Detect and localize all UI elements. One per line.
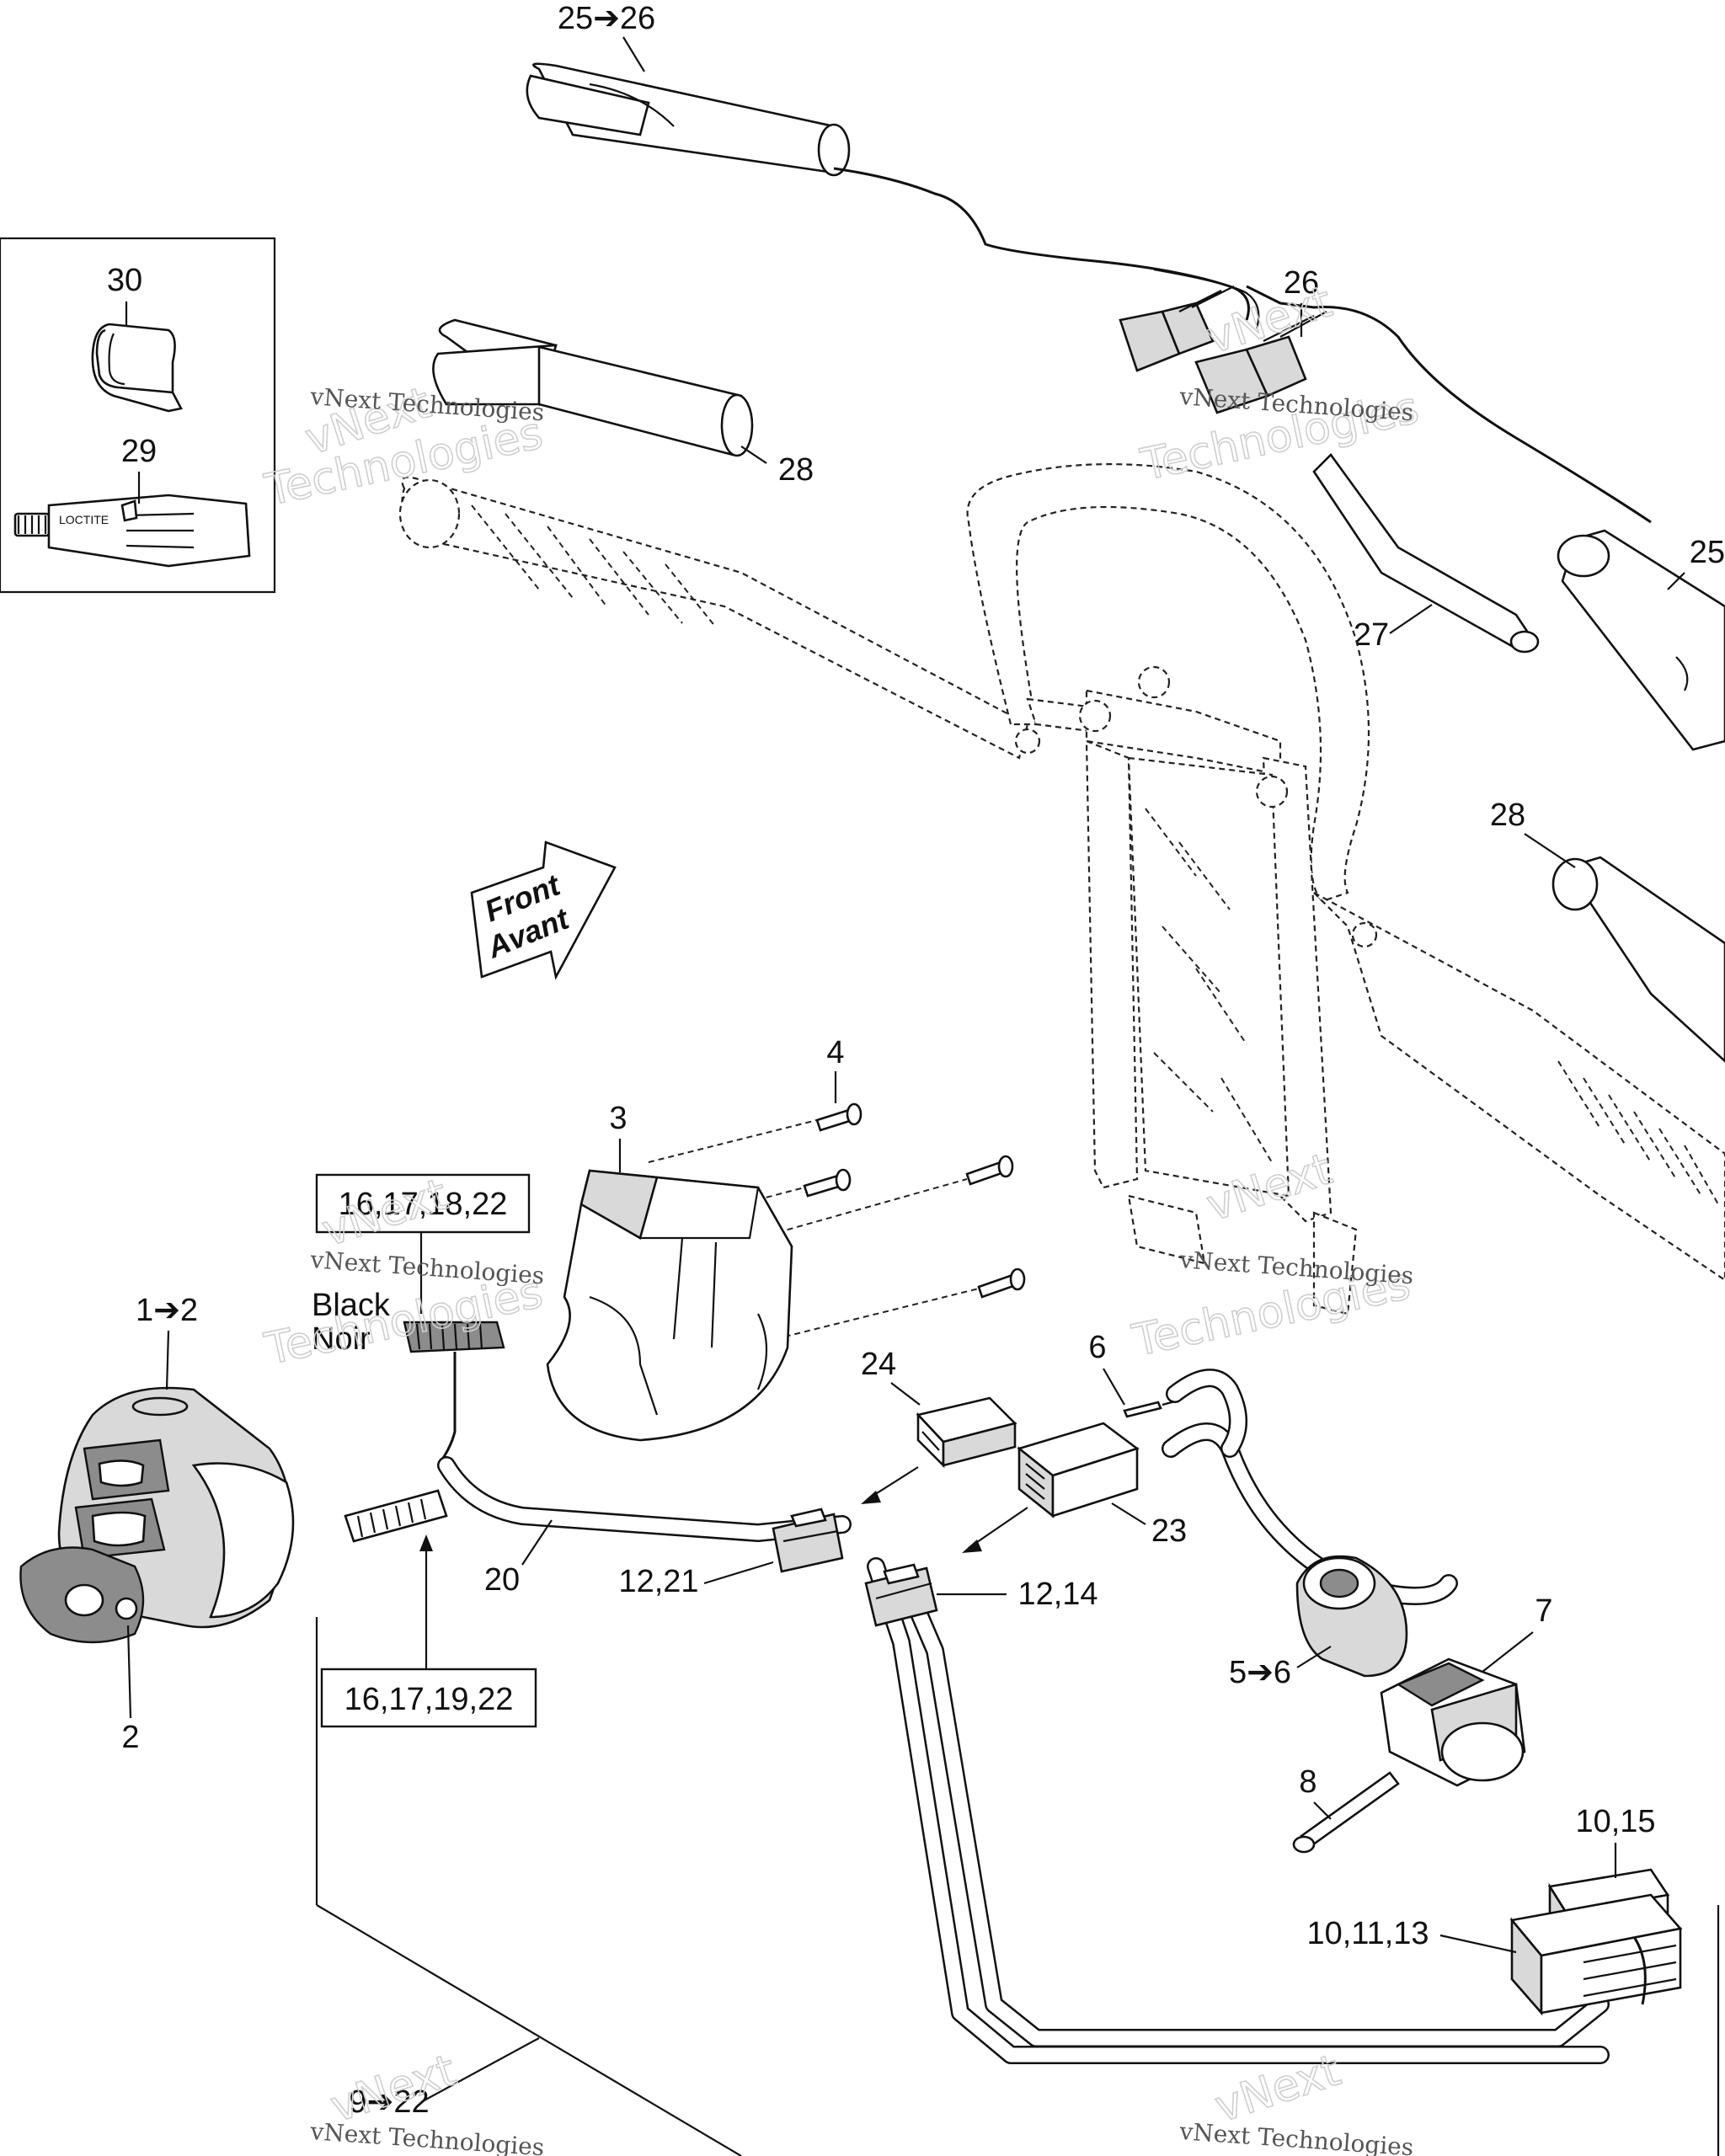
wire-color-fr: Noir — [312, 1321, 371, 1357]
watermarks: vNext Technologies vNext Technologies vN… — [259, 276, 1423, 2156]
part-26-connectors — [1119, 285, 1652, 524]
callout-4: 4 — [826, 1035, 844, 1070]
callout-10-15: 10,15 — [1575, 1804, 1655, 1839]
front-direction-arrow: Front Avant — [470, 841, 617, 980]
part-23-connector — [1017, 1422, 1140, 1518]
callout-28-top: 28 — [778, 452, 814, 488]
callout-6: 6 — [1088, 1330, 1106, 1365]
inset-box: LOCTITE 30 29 — [0, 237, 276, 594]
part-12-14-connector — [864, 1563, 938, 1627]
boxed-label-bottom: 16,17,19,22 — [320, 1534, 537, 1728]
part-1-switch-assembly — [19, 1386, 295, 1644]
callout-28-right: 28 — [1490, 798, 1525, 833]
callout-8: 8 — [1299, 1764, 1316, 1800]
part-20-wire-harness — [437, 1422, 1610, 2064]
callout-26: 26 — [1284, 265, 1319, 301]
boxed-label-bottom-text: 16,17,19,22 — [344, 1682, 514, 1717]
part-29-tube: LOCTITE — [13, 494, 251, 568]
part-25-heated-grip-top — [526, 62, 1260, 329]
harness-group-frame — [315, 1617, 1720, 2156]
callout-7: 7 — [1535, 1593, 1552, 1629]
watermark-text: vNext Technologies — [1178, 2117, 1415, 2156]
callout-9-22: 9➔22 — [349, 2084, 429, 2120]
part-12-21-connector — [772, 1508, 844, 1573]
part-7-cap — [1380, 1657, 1526, 1787]
part-28-sleeve-left — [432, 318, 754, 457]
wire-color-en: Black — [312, 1288, 391, 1323]
callout-3: 3 — [609, 1101, 627, 1136]
callout-25-26: 25➔26 — [558, 1, 655, 36]
part-6-terminal — [1123, 1369, 1247, 1458]
callout-29: 29 — [121, 434, 157, 469]
callout-10-11-13: 10,11,13 — [1306, 1916, 1429, 1951]
callout-2: 2 — [121, 1720, 139, 1755]
callout-30: 30 — [107, 263, 142, 298]
part-10-connector-block — [1509, 1868, 1683, 2016]
part-28-sleeve-right — [1551, 856, 1725, 1063]
part-25-heated-grip-right — [1557, 529, 1725, 751]
callout-27: 27 — [1354, 617, 1389, 653]
callout-12-14: 12,14 — [1017, 1577, 1097, 1612]
callout-23: 23 — [1151, 1513, 1187, 1549]
callout-5-6: 5➔6 — [1229, 1655, 1291, 1690]
part-8-pin — [1292, 1771, 1400, 1854]
part-30-clamp — [91, 323, 183, 413]
part-5-switch — [1295, 1555, 1408, 1678]
boxed-label-top-text: 16,17,18,22 — [339, 1187, 508, 1222]
part-27-bar — [1312, 453, 1540, 654]
part-3-switch-housing — [546, 1169, 793, 1442]
svg-text:LOCTITE: LOCTITE — [59, 513, 109, 526]
handlebar-assembly-reference — [398, 463, 1725, 1315]
callout-24: 24 — [861, 1347, 896, 1382]
watermark-text: vNext Technologies — [309, 2117, 546, 2156]
boxed-label-top: 16,17,18,22 — [315, 1173, 531, 1314]
part-24-connector — [916, 1396, 1017, 1469]
callout-25: 25 — [1690, 535, 1725, 570]
callout-12-21: 12,21 — [618, 1564, 698, 1599]
callout-1-2: 1➔2 — [136, 1293, 198, 1328]
watermark-text: vNext Technologies — [309, 1246, 546, 1289]
callout-20: 20 — [484, 1562, 520, 1598]
part-4-bolts — [648, 1102, 1026, 1340]
connector-white — [344, 1489, 448, 1543]
